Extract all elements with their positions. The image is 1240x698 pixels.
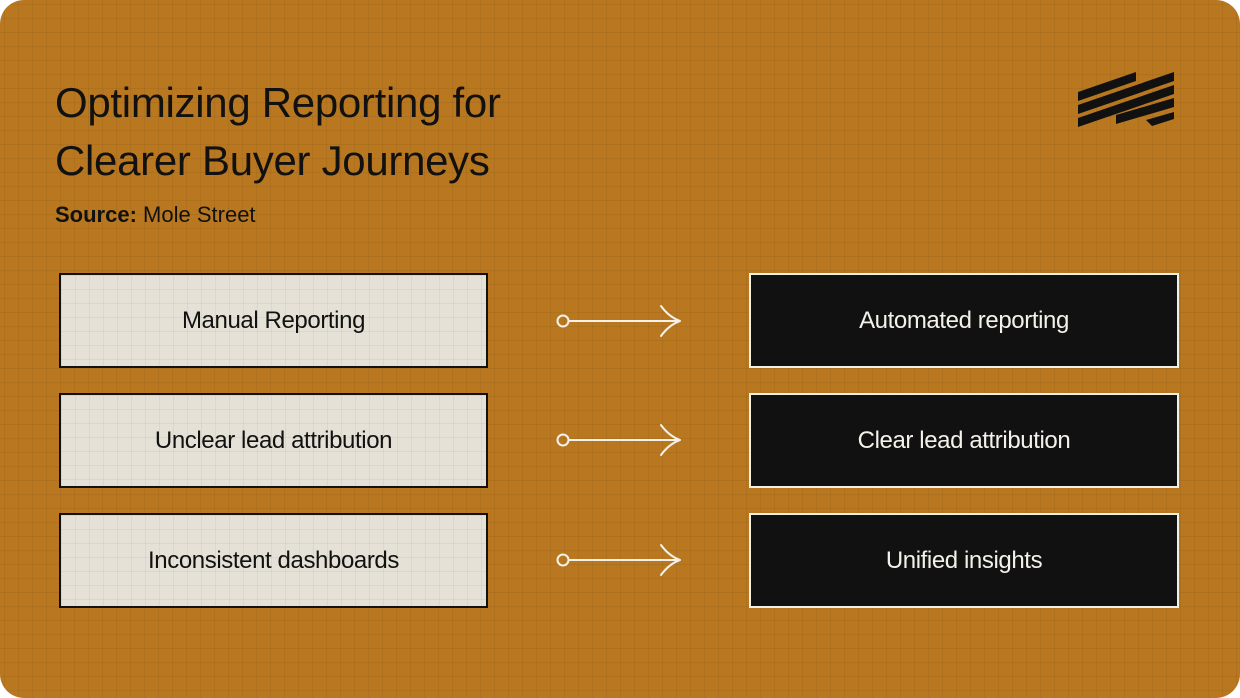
before-label: Unclear lead attribution [154, 426, 393, 454]
title-line-2: Clearer Buyer Journeys [55, 137, 490, 184]
after-label: Automated reporting [859, 306, 1069, 334]
arrow-right-icon [556, 424, 681, 456]
after-label: Unified insights [885, 546, 1043, 574]
source-value: Mole Street [143, 202, 256, 227]
arrow-right-icon [556, 305, 681, 337]
before-label: Manual Reporting [181, 306, 366, 334]
title-line-1: Optimizing Reporting for [55, 79, 501, 126]
after-box-clear-lead-attribution: Clear lead attribution [749, 393, 1179, 488]
striped-bars-logo-icon [1078, 72, 1174, 127]
after-label: Clear lead attribution [857, 426, 1071, 454]
before-box-inconsistent-dashboards: Inconsistent dashboards [59, 513, 488, 608]
arrow-right-icon [556, 544, 681, 576]
before-box-manual-reporting: Manual Reporting [59, 273, 488, 368]
after-box-automated-reporting: Automated reporting [749, 273, 1179, 368]
source-caption: Source: Mole Street [55, 202, 256, 228]
source-label: Source: [55, 202, 137, 227]
page-title: Optimizing Reporting for Clearer Buyer J… [55, 74, 655, 190]
after-box-unified-insights: Unified insights [749, 513, 1179, 608]
before-label: Inconsistent dashboards [148, 546, 399, 574]
before-box-unclear-lead-attribution: Unclear lead attribution [59, 393, 488, 488]
